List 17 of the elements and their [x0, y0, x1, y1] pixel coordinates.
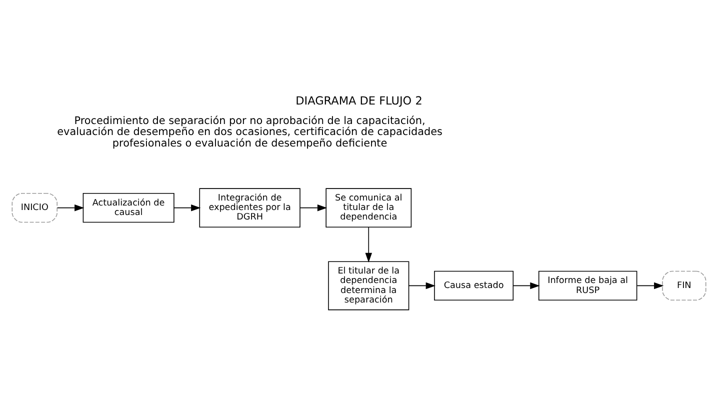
arrow	[512, 282, 540, 290]
node-box: FIN	[662, 270, 706, 301]
node-box: Integración de expedientes por la DGRH	[199, 188, 300, 228]
node-box: INICIO	[12, 192, 58, 223]
node-box: Se comunica al titular de la dependencia	[326, 188, 412, 228]
label: Procedimiento de separación por no aprobación de la capacitación, evaluación de desempeño en dos ocasiones, certificación de capacidades profesionales o evaluación de desempeño deficiente	[57, 114, 442, 150]
arrow	[300, 204, 328, 212]
node-box: Causa estado	[434, 270, 514, 301]
node-box: El titular de la dependencia determina la separación	[328, 261, 410, 310]
diagram-title: DIAGRAMA DE FLUJO 2	[296, 94, 422, 108]
node-box: Actualización de causal	[82, 192, 174, 223]
arrow	[57, 204, 84, 212]
arrow	[636, 282, 664, 290]
arrow	[408, 282, 436, 290]
arrow	[365, 227, 372, 263]
arrow	[174, 204, 201, 212]
node-box: Informe de baja al RUSP	[538, 270, 638, 301]
